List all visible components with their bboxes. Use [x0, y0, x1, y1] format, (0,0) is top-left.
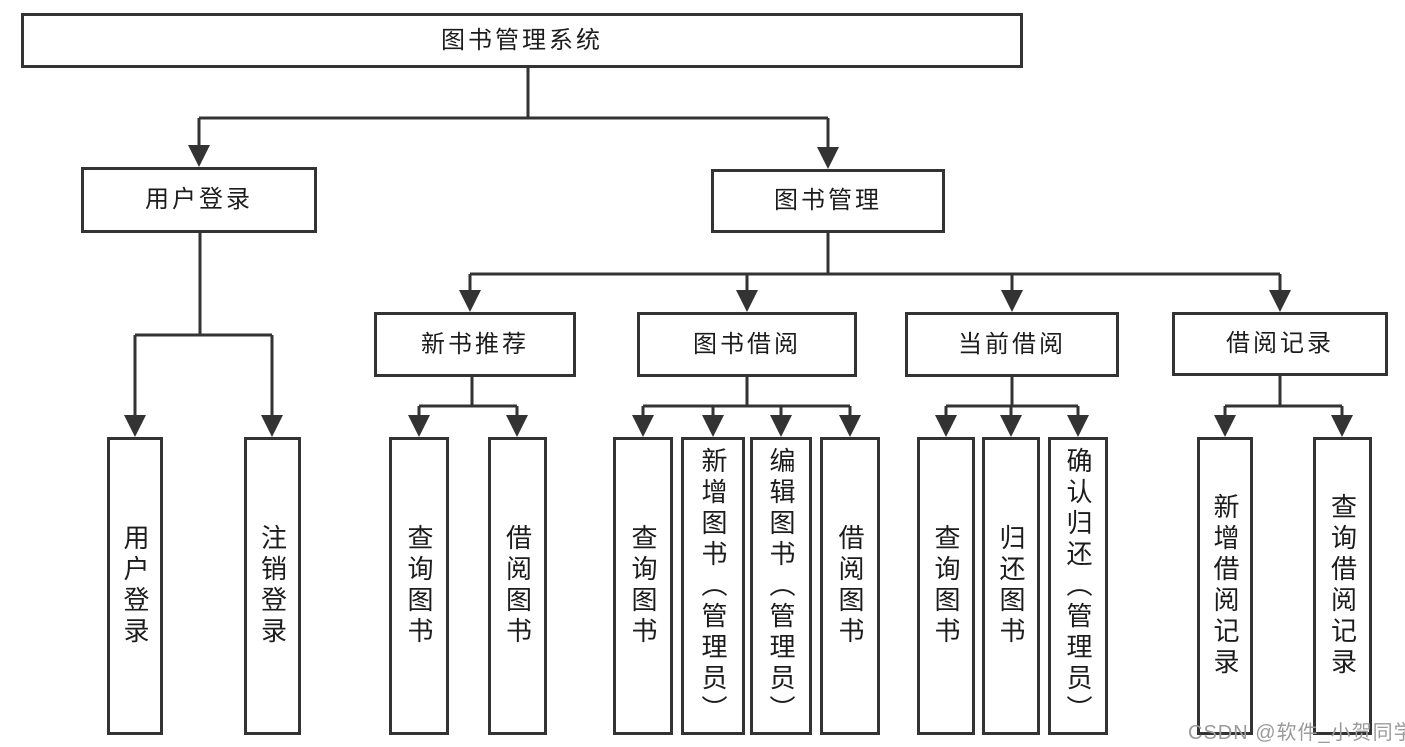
node-current-borrowing: 当前借阅 [905, 312, 1119, 377]
leaf-edit-book-admin: 编辑图书（管理员） [750, 437, 812, 735]
leaf-query-books-recommend: 查询图书 [389, 437, 449, 735]
node-library-system: 图书管理系统 [21, 13, 1023, 68]
leaf-return-book: 归还图书 [982, 437, 1040, 735]
leaf-query-books-borrowing: 查询图书 [613, 437, 673, 735]
leaf-borrow-books: 借阅图书 [820, 437, 880, 735]
csdn-watermark: CSDN @软件_小贺同学 [1188, 722, 1405, 744]
leaf-user-login: 用户登录 [107, 437, 163, 735]
node-book-borrowing: 图书借阅 [637, 312, 857, 377]
node-book-management: 图书管理 [711, 169, 945, 233]
node-user-login: 用户登录 [81, 167, 317, 233]
leaf-add-borrow-record: 新增借阅记录 [1197, 437, 1253, 735]
leaf-borrow-books-recommend: 借阅图书 [488, 437, 547, 735]
leaf-add-book-admin: 新增图书（管理员） [681, 437, 745, 735]
node-borrowing-records: 借阅记录 [1172, 312, 1388, 376]
node-new-book-recommend: 新书推荐 [374, 312, 576, 377]
leaf-confirm-return-admin: 确认归还（管理员） [1048, 437, 1108, 735]
leaf-query-borrow-record: 查询借阅记录 [1313, 437, 1372, 735]
leaf-query-books-current: 查询图书 [917, 437, 975, 735]
leaf-logout: 注销登录 [244, 437, 301, 735]
